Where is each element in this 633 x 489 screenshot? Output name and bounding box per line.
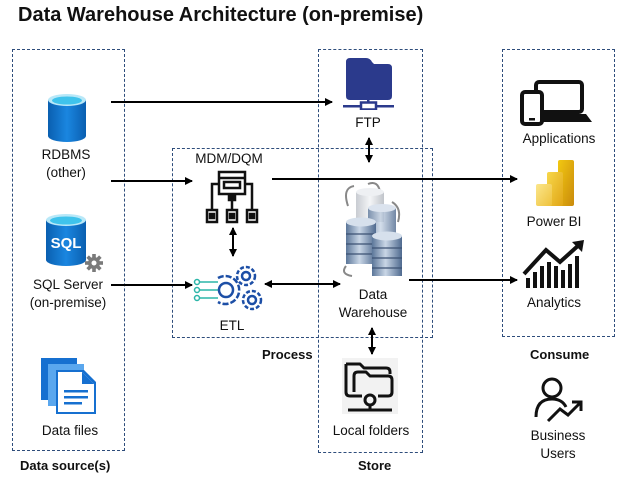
svg-text:SQL: SQL	[51, 235, 82, 252]
rdbms-label: RDBMS (other)	[41, 147, 91, 180]
consume-group	[502, 49, 615, 337]
shared-folder-icon	[342, 358, 398, 419]
gears-icon	[192, 262, 268, 319]
power-bi-label: Power BI	[526, 214, 582, 229]
applications-label: Applications	[522, 131, 596, 146]
sql-database-icon: SQL	[44, 212, 104, 279]
database-stack-icon	[338, 182, 408, 283]
mdm-dqm-label: MDM/DQM	[195, 151, 263, 166]
network-folder-icon	[340, 56, 396, 115]
data-warehouse-label: Data Warehouse	[338, 287, 408, 320]
section-label-data-sources: Data source(s)	[20, 458, 111, 473]
local-folders-label: Local folders	[332, 423, 410, 438]
etl-label: ETL	[219, 318, 245, 333]
growth-chart-icon	[522, 240, 586, 293]
page-title: Data Warehouse Architecture (on-premise)	[18, 4, 424, 26]
store-group	[318, 49, 423, 453]
user-trend-icon	[534, 377, 584, 428]
section-label-store: Store	[358, 458, 392, 473]
data-sources-group	[12, 49, 125, 451]
hierarchy-icon	[204, 170, 260, 231]
documents-icon	[40, 356, 100, 421]
power-bi-icon	[534, 158, 576, 213]
database-cylinder-icon	[46, 92, 88, 149]
data-files-label: Data files	[41, 423, 99, 438]
process-group	[172, 148, 433, 338]
section-label-consume: Consume	[530, 347, 590, 362]
analytics-label: Analytics	[526, 295, 582, 310]
business-users-label: Business Users	[530, 428, 586, 461]
ftp-label: FTP	[355, 115, 381, 130]
section-label-process: Process	[262, 347, 313, 362]
devices-icon	[520, 80, 598, 131]
sql-server-label: SQL Server (on-premise)	[29, 277, 107, 310]
